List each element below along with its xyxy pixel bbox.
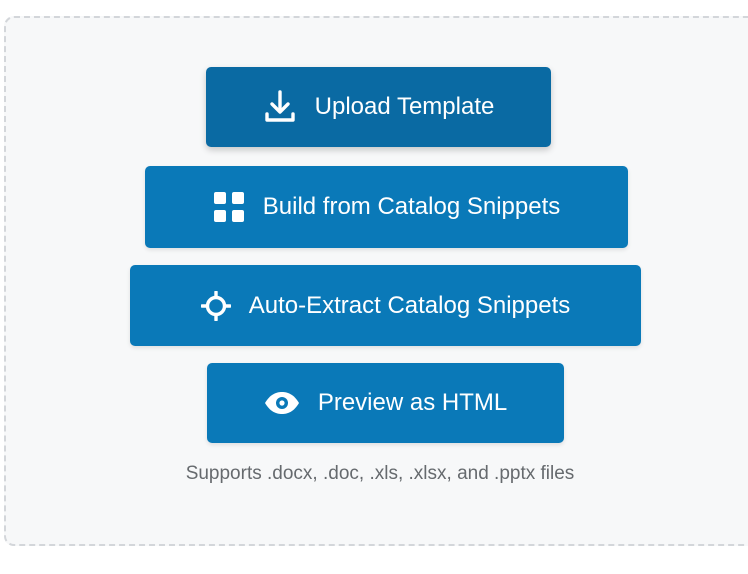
download-icon bbox=[263, 89, 297, 125]
crosshair-icon bbox=[200, 290, 231, 321]
supported-file-types-note: Supports .docx, .doc, .xls, .xlsx, and .… bbox=[185, 463, 575, 484]
preview-as-html-label: Preview as HTML bbox=[317, 389, 508, 416]
eye-icon bbox=[264, 391, 300, 415]
upload-template-label: Upload Template bbox=[314, 93, 495, 120]
auto-extract-catalog-snippets-button[interactable]: Auto-Extract Catalog Snippets bbox=[130, 265, 641, 346]
preview-as-html-button[interactable]: Preview as HTML bbox=[207, 363, 564, 443]
grid-icon bbox=[213, 191, 245, 223]
auto-extract-catalog-snippets-label: Auto-Extract Catalog Snippets bbox=[248, 291, 571, 319]
build-from-catalog-snippets-label: Build from Catalog Snippets bbox=[262, 193, 561, 220]
upload-template-button[interactable]: Upload Template bbox=[206, 67, 551, 147]
build-from-catalog-snippets-button[interactable]: Build from Catalog Snippets bbox=[145, 166, 628, 248]
